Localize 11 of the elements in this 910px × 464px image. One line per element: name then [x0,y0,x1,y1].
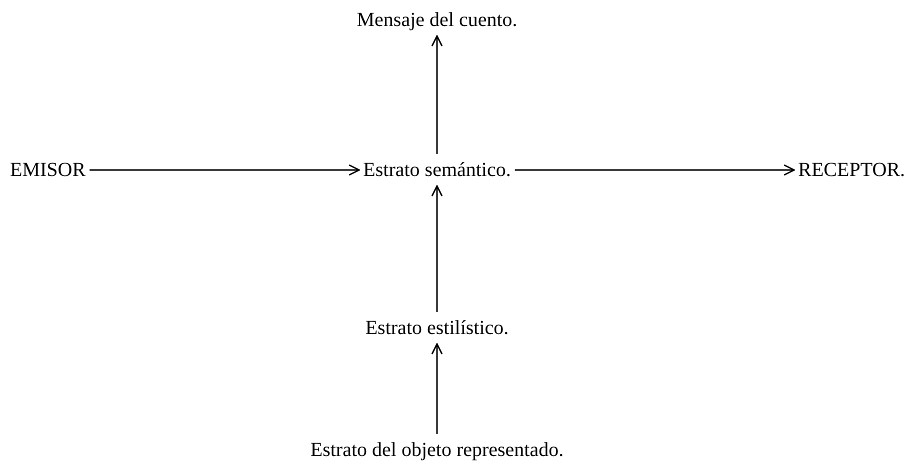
arrow [431,185,443,312]
node-label: Estrato estilístico. [365,316,509,340]
node-label: Estrato semántico. [363,158,511,182]
arrow [90,164,360,176]
arrow [514,164,795,176]
arrow [431,35,443,154]
node-label: RECEPTOR. [798,158,905,182]
node-label: EMISOR [10,158,86,182]
arrow [431,343,443,434]
node-label: Estrato del objeto representado. [310,438,564,462]
node-label: Mensaje del cuento. [356,8,518,32]
